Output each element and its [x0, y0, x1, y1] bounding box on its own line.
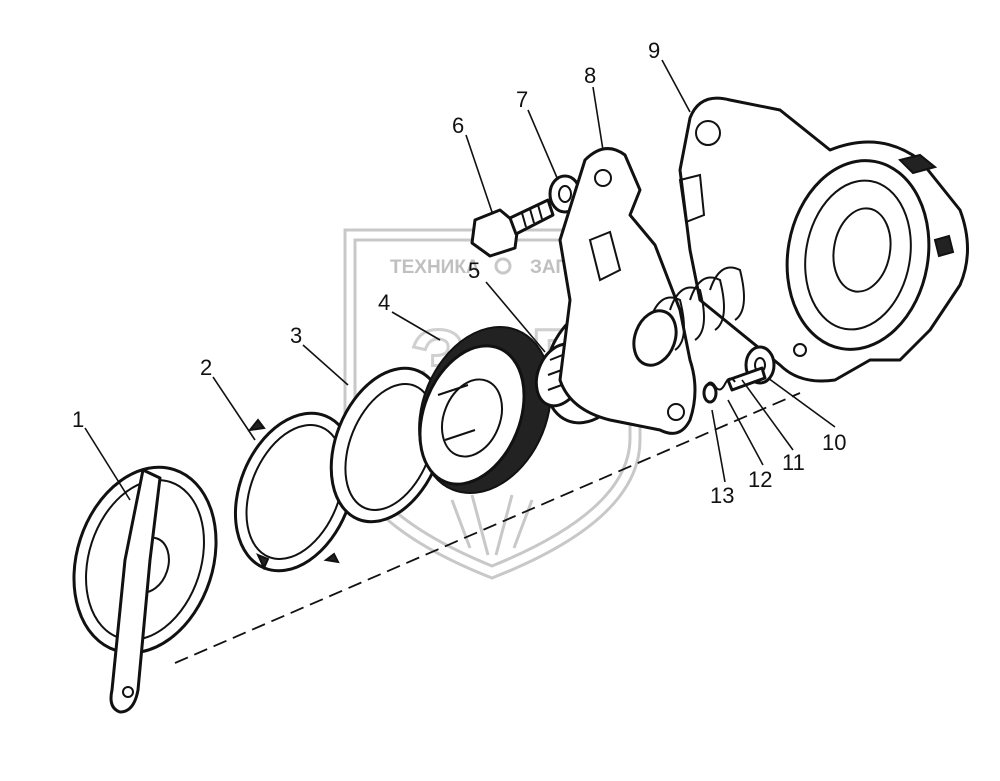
callout-1: 1 — [72, 407, 84, 432]
leader-8 — [592, 86, 604, 151]
callout-12: 12 — [748, 467, 772, 492]
callout-2: 2 — [200, 355, 212, 380]
callout-11: 11 — [782, 450, 805, 475]
spring — [632, 266, 745, 367]
leader-1 — [84, 427, 131, 501]
leader-12 — [727, 399, 764, 466]
callout-9: 9 — [648, 38, 660, 63]
leader-7 — [527, 109, 559, 181]
leader-10 — [767, 377, 836, 428]
part-1-cover-lever — [72, 465, 218, 714]
leader-13 — [711, 409, 726, 483]
part-4-gear-wheel — [418, 325, 552, 495]
leader-3 — [302, 344, 349, 386]
leader-11 — [741, 379, 794, 451]
callout-7: 7 — [516, 87, 528, 112]
gear-icon — [494, 257, 512, 275]
leader-lines — [84, 59, 836, 501]
leader-6 — [465, 134, 493, 213]
leader-2 — [212, 376, 256, 441]
axis-dashed-line — [174, 392, 801, 664]
callout-3: 3 — [290, 323, 302, 348]
callout-5: 5 — [468, 258, 480, 283]
part-8-bracket — [558, 147, 697, 435]
callout-4: 4 — [378, 290, 390, 315]
part-9-housing — [678, 96, 969, 383]
callout-6: 6 — [452, 113, 464, 138]
callout-13: 13 — [710, 483, 734, 508]
leader-9 — [661, 59, 691, 113]
leader-4 — [391, 311, 441, 341]
part-11-12-13-pin-spring — [702, 366, 767, 404]
part-6-bolt — [470, 198, 555, 258]
watermark-text-left: ТЕХНИКА — [390, 257, 480, 278]
leader-5 — [485, 281, 546, 353]
callout-labels: 1 2 3 4 5 6 7 8 9 10 11 12 13 — [72, 38, 846, 508]
callout-8: 8 — [584, 63, 596, 88]
callout-10: 10 — [822, 430, 846, 455]
